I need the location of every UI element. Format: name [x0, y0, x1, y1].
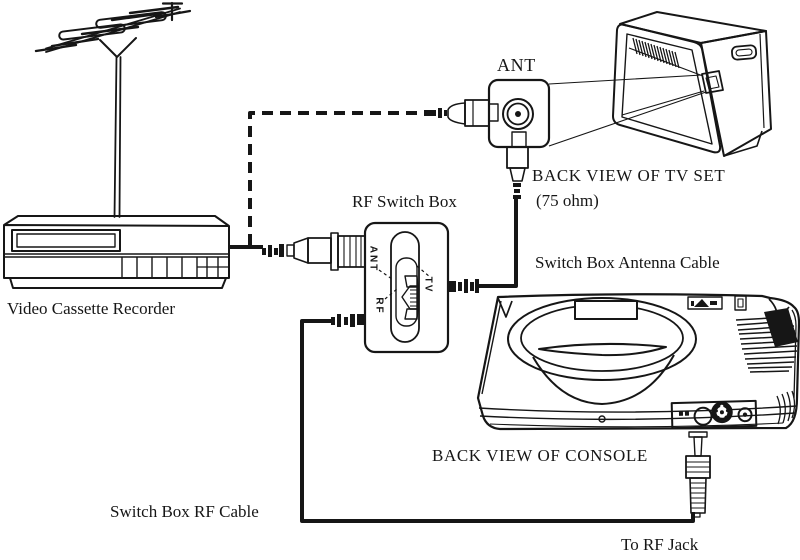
din-connector — [711, 401, 733, 424]
ant-terminal-label: ANT — [497, 55, 536, 75]
tv-handle-slot — [731, 44, 758, 61]
switch-rf-connector — [331, 314, 366, 327]
console-grip-slot — [538, 342, 667, 357]
switch-box-antenna-cable-line — [478, 199, 518, 288]
antenna-bypass-dashed-cable — [248, 111, 424, 245]
ohm-label: (75 ohm) — [536, 191, 599, 210]
rf-switch-box-label: RF Switch Box — [352, 192, 457, 211]
vcr-plug-icon — [262, 237, 332, 264]
switch-ant-input-coupler — [330, 232, 366, 271]
back-view-console-label: BACK VIEW OF CONSOLE — [432, 446, 648, 465]
console-vents — [735, 316, 798, 373]
console-top-switch — [734, 295, 747, 311]
switch-box-rf-cable-line — [300, 319, 695, 523]
console-rear-panel — [670, 399, 758, 430]
back-view-tv-label: BACK VIEW OF TV SET — [532, 166, 726, 185]
switch-slider-knob — [401, 275, 419, 320]
tv-antenna-icon — [34, 1, 192, 218]
console-icon — [476, 293, 800, 431]
switch-position-tv-label: TV — [422, 276, 434, 294]
console-logo-badge — [687, 296, 723, 310]
tv-vents — [632, 37, 680, 69]
switch-box-antenna-cable-label: Switch Box Antenna Cable — [535, 253, 720, 272]
to-rf-jack-label: To RF Jack — [621, 535, 699, 554]
channel-jack — [693, 406, 713, 426]
switch-position-ant-label: ANT — [367, 245, 379, 273]
switch-tv-output-connector — [448, 279, 479, 293]
tv-connector-panel — [701, 70, 724, 94]
rf-cable-plug-icon — [685, 431, 711, 518]
dashed-cable-plug-icon — [424, 99, 490, 127]
rf-switch-box-icon — [262, 221, 479, 354]
switch-box-rf-cable-label: Switch Box RF Cable — [110, 502, 259, 521]
vcr-icon — [3, 215, 230, 289]
tv-input-plug-icon — [506, 146, 529, 199]
rf-out-jack — [737, 407, 753, 423]
switch-position-rf-label: RF — [373, 297, 385, 315]
tv-set-icon — [612, 11, 772, 157]
vcr-label: Video Cassette Recorder — [7, 299, 175, 318]
